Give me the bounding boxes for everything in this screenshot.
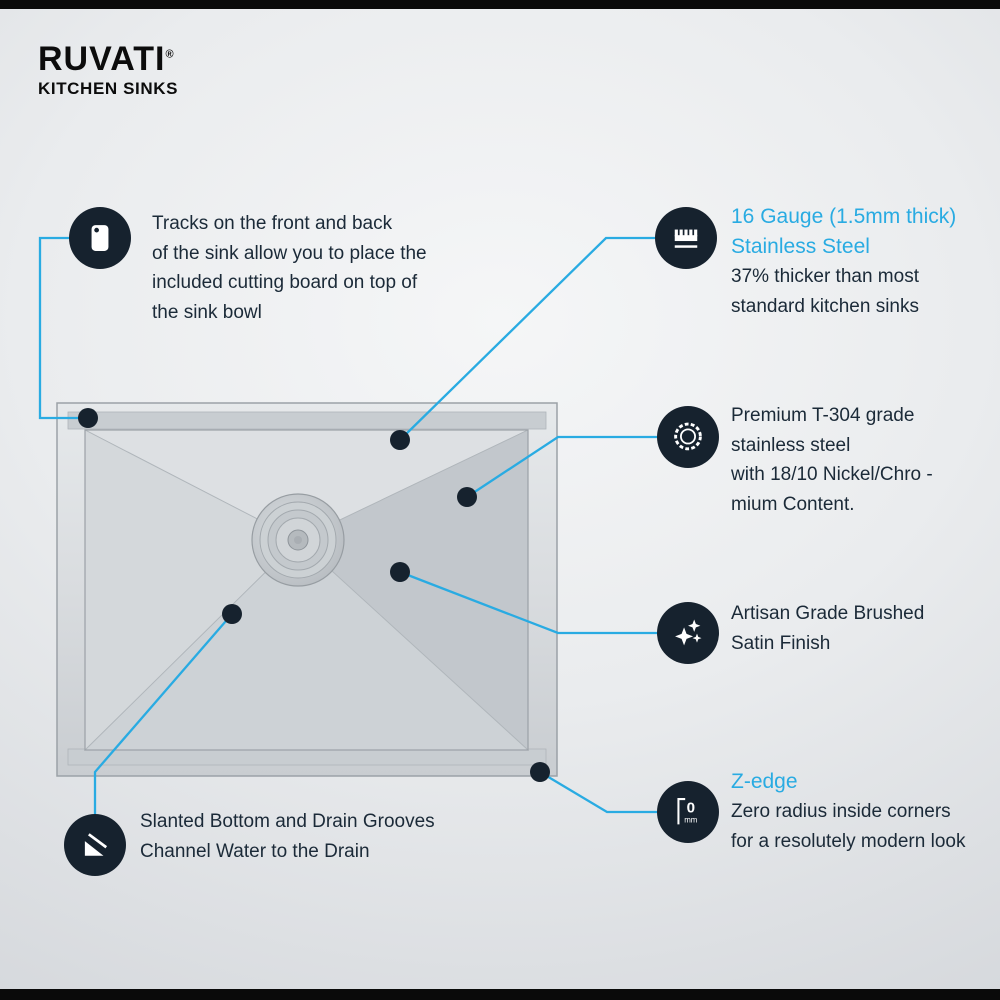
sink-track-top [67,411,547,430]
callout-slanted-bottom-text: Slanted Bottom and Drain Grooves Channel… [140,807,435,866]
callout-line: Tracks on the front and back [152,213,393,234]
callout-dot [390,430,410,450]
callout-dot [457,487,477,507]
callout-z-edge-text: Z-edge Zero radius inside corners for a … [731,767,965,856]
callout-artisan-text: Artisan Grade Brushed Satin Finish [731,599,924,658]
callout-badge-gauge [655,207,717,269]
award-badge-icon [674,422,702,451]
sink-top-view [56,402,558,777]
top-frame-bar [0,0,1000,9]
zero-radius-value: 0 [687,800,695,817]
callout-badge-slanted-bottom [64,814,126,876]
callout-line: 37% thicker than most [731,266,919,287]
sink-bowl-edge [84,429,529,751]
connector-t304 [466,435,657,498]
callout-heading: 16 Gauge (1.5mm thick) [731,205,957,228]
connector-slanted-bottom [93,613,233,814]
callout-gauge-text: 16 Gauge (1.5mm thick) Stainless Steel 3… [731,202,956,321]
zero-radius-unit: mm [684,816,698,825]
callout-line: Artisan Grade Brushed [731,603,925,624]
sink-drain [251,493,345,587]
callout-line: Zero radius inside corners [731,801,951,822]
callout-line: Slanted Bottom and Drain Grooves [140,811,435,832]
callout-dot [78,408,98,428]
connector-gauge [399,236,655,441]
callout-badge-t304 [657,406,719,468]
callout-badge-cutting-board [69,207,131,269]
callout-badge-artisan [657,602,719,664]
gauge-ruler-icon [674,229,698,248]
brand-tagline: KITCHEN SINKS [38,79,179,98]
bottom-frame-bar [0,989,1000,1000]
callout-line: with 18/10 Nickel/Chro - [731,464,933,485]
callout-line: Premium T-304 grade [731,405,915,426]
cutting-board-icon [91,225,109,251]
callout-dot [222,604,242,624]
sink-bowl [83,429,530,752]
brand-name-text: RUVATI [38,40,166,78]
brand-name: RUVATI® [38,42,178,76]
sparkles-icon [675,619,702,646]
callout-line: included cutting board on top of [152,272,418,293]
callout-line: Satin Finish [731,632,831,654]
callout-heading: Stainless Steel [731,235,870,258]
callout-line: for a resolutely modern look [731,830,966,852]
callout-dots [78,408,550,782]
callout-line: mium Content. [731,493,855,515]
callout-line: of the sink allow you to place the [152,242,427,264]
callout-line: standard kitchen sinks [731,295,919,317]
callout-line: stainless steel [731,434,851,456]
connector-cutting-board [38,236,88,420]
callout-cutting-board-text: Tracks on the front and back of the sink… [152,209,427,327]
callout-line: Channel Water to the Drain [140,840,370,862]
slanted-bottom-icon [84,833,108,856]
callout-line: the sink bowl [152,301,262,323]
callout-t304-text: Premium T-304 grade stainless steel with… [731,401,933,519]
callout-badge-z-edge: 0 mm [657,781,719,843]
callout-dot [530,762,550,782]
sink-track-bottom [67,748,547,766]
registered-mark: ® [165,48,175,61]
callout-dot [390,562,410,582]
callout-heading: Z-edge [731,770,798,793]
callout-connector-lines [38,236,657,814]
connector-z-edge [539,771,657,814]
zero-radius-icon: 0 mm [677,798,698,825]
brand-logo: RUVATI® KITCHEN SINKS [38,42,178,99]
connector-artisan [399,570,657,635]
